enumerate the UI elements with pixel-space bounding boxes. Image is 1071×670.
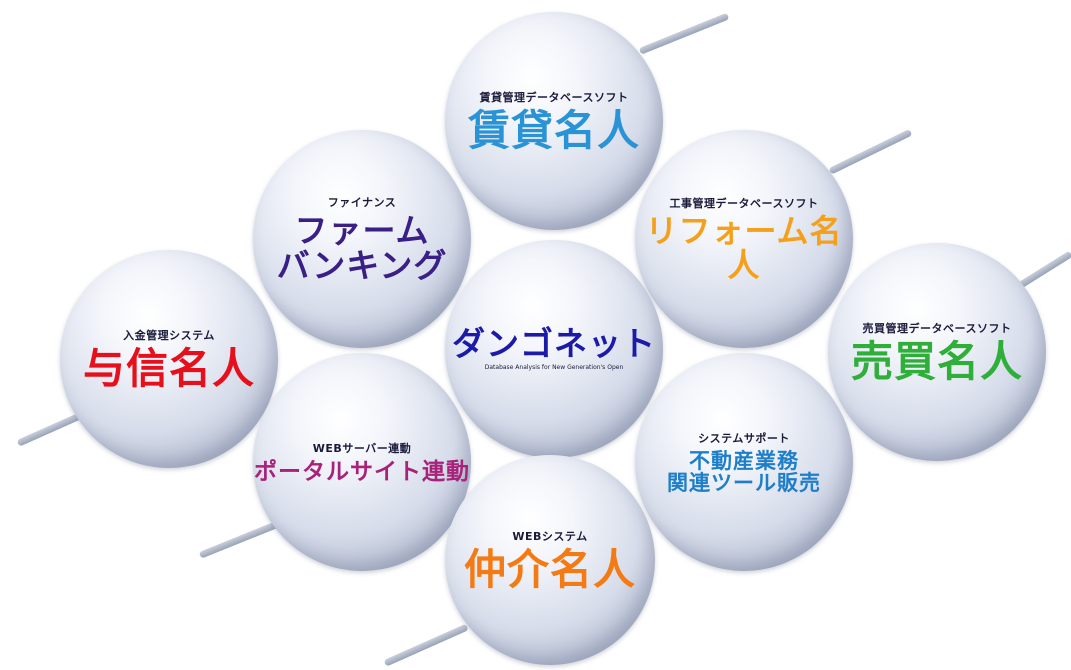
bubble-title: 賃貸名人 xyxy=(467,105,640,155)
bubble-title: 不動産業務 関連ツール販売 xyxy=(667,448,821,495)
center-bubble[interactable]: ダンゴネット Database Analysis for New Generat… xyxy=(445,240,663,458)
product-bubble-baibai[interactable]: 売買管理データベースソフト 売買名人 xyxy=(828,243,1046,461)
bubble-subtitle: 賃貸管理データベースソフト xyxy=(479,90,629,104)
connector-rod xyxy=(1018,250,1071,289)
product-bubble-farm[interactable]: ファイナンス ファーム バンキング xyxy=(253,130,471,348)
bubble-title: 売買名人 xyxy=(850,336,1023,386)
product-bubble-chintai[interactable]: 賃貸管理データベースソフト 賃貸名人 xyxy=(445,12,663,230)
bubble-subtitle: ファイナンス xyxy=(327,196,397,210)
connector-rod xyxy=(828,128,913,175)
bubble-subtitle: 売買管理データベースソフト xyxy=(862,321,1012,335)
product-bubble-reform[interactable]: 工事管理データベースソフト リフォーム名人 xyxy=(635,130,853,348)
center-caption: Database Analysis for New Generation's O… xyxy=(484,364,624,372)
bubble-subtitle: WEBシステム xyxy=(512,529,588,543)
bubble-title: 与信名人 xyxy=(82,343,255,393)
connector-rod xyxy=(16,411,84,447)
connector-rod xyxy=(638,12,730,55)
bubble-subtitle: WEBサーバー連動 xyxy=(312,441,412,455)
bubble-title: ポータルサイト連動 xyxy=(254,458,470,485)
bubble-subtitle: 工事管理データベースソフト xyxy=(669,197,819,211)
bubble-title: リフォーム名人 xyxy=(645,212,843,284)
bubble-title: ファーム バンキング xyxy=(276,211,448,285)
center-title: ダンゴネット xyxy=(452,323,656,363)
connector-rod xyxy=(383,623,469,667)
bubble-subtitle: 入金管理システム xyxy=(123,328,215,342)
product-bubble-yoshin[interactable]: 入金管理システム 与信名人 xyxy=(60,250,278,468)
product-bubble-portal[interactable]: WEBサーバー連動 ポータルサイト連動 xyxy=(253,353,471,571)
product-bubble-support[interactable]: システムサポート 不動産業務 関連ツール販売 xyxy=(635,353,853,571)
bubble-title: 仲介名人 xyxy=(463,544,636,594)
bubble-subtitle: システムサポート xyxy=(698,431,790,445)
product-bubble-chukai[interactable]: WEBシステム 仲介名人 xyxy=(445,455,655,665)
